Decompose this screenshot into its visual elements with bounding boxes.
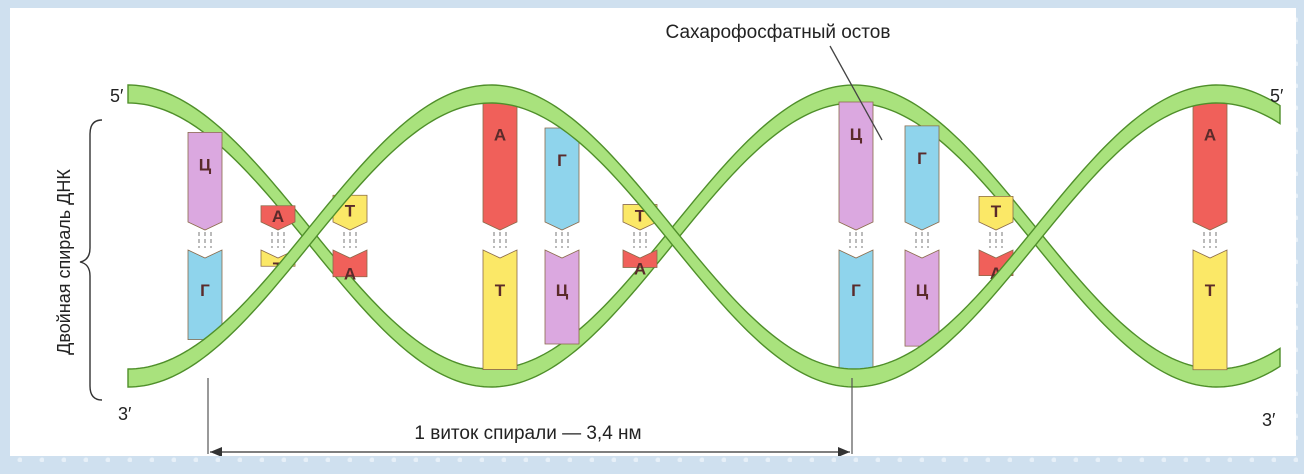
nucleotide-block [839,102,873,230]
nucleotide-letter: А [1204,125,1216,144]
nucleotide-block [839,250,873,370]
base-pair: ЦГ [188,132,222,339]
nucleotide-block [905,126,939,230]
side-bracket [80,120,102,400]
end-label-bottom-right: 3′ [1262,410,1276,430]
measure-arrow-left [210,447,222,456]
end-label-top-left: 5′ [110,86,124,106]
backbone-label: Сахарофосфатный остов [666,22,891,43]
nucleotide-letter: А [634,260,646,279]
measure-label: 1 виток спирали — 3,4 нм [414,423,641,444]
nucleotide-block [1193,250,1227,370]
nucleotide-letter: Т [495,281,506,300]
nucleotide-letter: Г [557,151,567,170]
end-label-top-right: 5′ [1270,86,1284,106]
nucleotide-block [545,128,579,230]
nucleotide-letter: Г [851,281,861,300]
nucleotide-letter: А [272,207,284,226]
nucleotide-letter: Г [200,281,210,300]
nucleotide-letter: Ц [916,281,929,300]
nucleotide-block [483,250,517,370]
nucleotide-letter: Т [991,202,1002,221]
base-pair: АТ [483,102,517,369]
base-pair: ГЦ [905,126,939,346]
base-pair: ГЦ [545,128,579,344]
backbone-strand-1 [128,85,1280,387]
nucleotide-block [1193,102,1227,230]
backbone-strand-2 [128,85,1280,387]
diagram-canvas: ЦГАТТААТГЦТАЦГГЦТААТ Сахарофосфатный ост… [10,8,1296,456]
nucleotide-letter: Ц [556,281,569,300]
front-base-pairs: ЦГАТТААТГЦТАЦГГЦТААТ [188,102,1227,370]
nucleotide-block [188,132,222,230]
nucleotide-letter: Г [917,149,927,168]
base-pair: ЦГ [839,102,873,370]
base-pair: АТ [1193,102,1227,369]
measure-arrow-right [838,447,850,456]
backbone-ribbon-1 [128,85,1280,387]
nucleotide-block [483,102,517,230]
nucleotide-letter: Т [345,202,356,221]
nucleotide-letter: А [494,125,506,144]
dna-helix-diagram: ЦГАТТААТГЦТАЦГГЦТААТ Сахарофосфатный ост… [10,8,1296,456]
side-label: Двойная спираль ДНК [54,169,74,355]
nucleotide-letter: Ц [199,155,212,174]
backbone-ribbon-2 [128,85,1280,387]
end-label-bottom-left: 3′ [118,404,132,424]
nucleotide-letter: Ц [850,125,863,144]
nucleotide-letter: А [344,264,356,283]
nucleotide-letter: Т [1205,281,1216,300]
